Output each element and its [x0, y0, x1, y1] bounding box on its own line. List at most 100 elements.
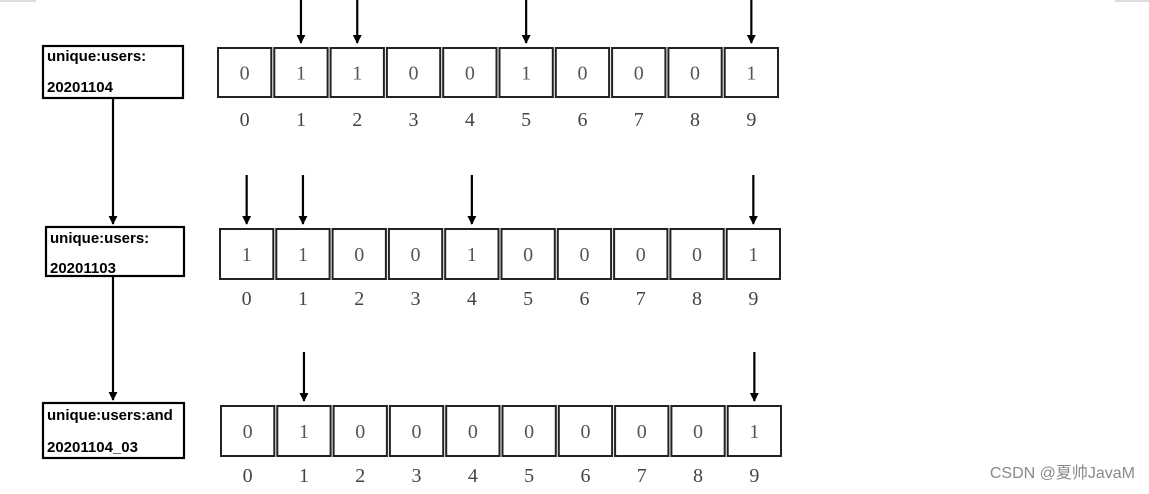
bit-cell — [501, 405, 557, 457]
bit-cell — [557, 405, 614, 457]
bit-index: 7 — [634, 109, 644, 131]
bit-index: 9 — [748, 288, 758, 310]
bit-value: 0 — [580, 421, 590, 443]
key-label-line: unique:users:and — [47, 407, 173, 424]
bit-index: 7 — [637, 465, 647, 487]
bit-cell — [613, 228, 669, 280]
bit-cell — [220, 405, 276, 457]
bit-cell — [276, 405, 332, 457]
bit-index: 7 — [636, 288, 646, 310]
bit-value: 1 — [749, 421, 759, 443]
bit-cell — [500, 228, 556, 280]
bit-value: 0 — [692, 244, 702, 266]
bit-index: 1 — [298, 288, 308, 310]
bit-index: 3 — [412, 465, 422, 487]
bit-cell — [387, 228, 444, 280]
bit-index: 3 — [411, 288, 421, 310]
bit-cell — [556, 228, 613, 280]
bit-value: 1 — [298, 244, 308, 266]
bit-value: 0 — [637, 421, 647, 443]
key-box — [44, 225, 186, 278]
bit-value: 0 — [412, 421, 422, 443]
bit-value: 0 — [465, 63, 475, 85]
bit-value: 0 — [409, 63, 419, 85]
bit-cell — [275, 228, 331, 280]
bit-index: 9 — [746, 109, 756, 131]
bit-cell — [385, 47, 442, 98]
bit-value: 1 — [242, 244, 252, 266]
key-label-line: 20201103 — [50, 260, 116, 277]
bit-cell — [332, 405, 388, 457]
bit-cell — [217, 47, 273, 98]
bit-index: 5 — [523, 288, 533, 310]
bit-cell — [331, 228, 387, 280]
bit-value: 0 — [579, 244, 589, 266]
bit-cell — [219, 228, 275, 280]
bit-value: 1 — [748, 244, 758, 266]
bit-index: 1 — [299, 465, 309, 487]
bit-cell — [444, 228, 500, 280]
bit-index: 3 — [409, 109, 419, 131]
bit-cell — [445, 405, 501, 457]
bit-index: 8 — [690, 109, 700, 131]
bit-value: 0 — [577, 63, 587, 85]
bit-value: 0 — [693, 421, 703, 443]
bit-cell — [723, 47, 780, 98]
bit-index: 4 — [468, 465, 478, 487]
bit-cell — [614, 405, 670, 457]
bit-index: 4 — [467, 288, 477, 310]
bit-index: 5 — [524, 465, 534, 487]
bit-index: 0 — [240, 109, 250, 131]
bit-index: 6 — [577, 109, 587, 131]
bit-value: 1 — [299, 421, 309, 443]
bit-cell — [670, 405, 726, 457]
bit-index: 8 — [693, 465, 703, 487]
bit-index: 5 — [521, 109, 531, 131]
bit-value: 0 — [240, 63, 250, 85]
bit-cell — [726, 405, 783, 457]
key-label-line: 20201104 — [47, 79, 114, 96]
bit-cell — [667, 47, 723, 98]
bit-index: 0 — [242, 288, 252, 310]
bit-value: 0 — [468, 421, 478, 443]
bit-index: 2 — [354, 288, 364, 310]
bit-index: 8 — [692, 288, 702, 310]
bit-index: 2 — [352, 109, 362, 131]
bit-index: 9 — [749, 465, 759, 487]
bit-index: 6 — [579, 288, 589, 310]
key-label-line: unique:users: — [50, 230, 149, 247]
bit-cell — [498, 47, 554, 98]
bitmap-row-3: unique:users:and 20201104_03 0 0 1 1 0 2 0 3 0 4 0 5 0… — [41, 352, 783, 487]
bit-value: 0 — [634, 63, 644, 85]
bit-cell — [388, 405, 445, 457]
key-box — [41, 401, 186, 460]
bit-cell — [611, 47, 667, 98]
bit-index: 1 — [296, 109, 306, 131]
bit-value: 0 — [411, 244, 421, 266]
bit-value: 0 — [523, 244, 533, 266]
bit-value: 1 — [296, 63, 306, 85]
bit-value: 1 — [746, 63, 756, 85]
bitmap-row-1: unique:users:202011040011120304150607081… — [41, 0, 780, 131]
bit-index: 2 — [355, 465, 365, 487]
watermark: CSDN @夏帅JavaM — [989, 465, 1135, 482]
bit-value: 0 — [636, 244, 646, 266]
key-label-line: unique:users: — [47, 48, 146, 65]
bit-cell — [554, 47, 611, 98]
bit-value: 0 — [355, 421, 365, 443]
bit-value: 1 — [467, 244, 477, 266]
bit-cell — [725, 228, 782, 280]
bit-value: 0 — [524, 421, 534, 443]
bit-value: 0 — [354, 244, 364, 266]
key-label-line: 20201104_03 — [47, 439, 138, 456]
key-box — [41, 44, 185, 100]
bit-cell — [329, 47, 385, 98]
bit-value: 0 — [690, 63, 700, 85]
bit-cell — [273, 47, 329, 98]
bit-cell — [669, 228, 725, 280]
bit-index: 0 — [243, 465, 253, 487]
bit-index: 6 — [580, 465, 590, 487]
bit-value: 1 — [352, 63, 362, 85]
bit-value: 1 — [521, 63, 531, 85]
